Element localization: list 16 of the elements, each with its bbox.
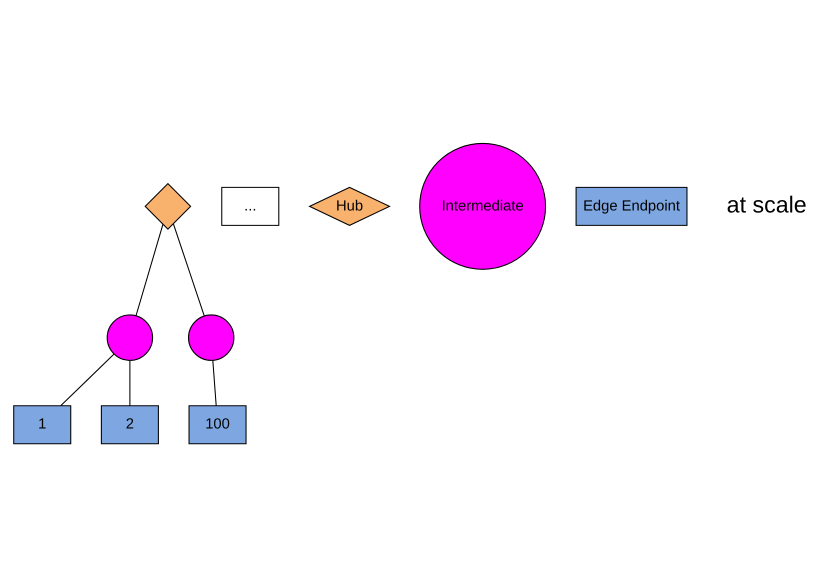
node-circle [106, 314, 153, 360]
node-box: Edge Endpoint [575, 186, 687, 226]
node-circle: Intermediate [418, 142, 546, 270]
connector [212, 360, 216, 406]
connector [172, 223, 204, 316]
label: at scale [726, 190, 806, 217]
node-box: ... [220, 186, 279, 226]
node-diamond [144, 182, 191, 230]
node-box: 2 [100, 404, 158, 444]
connector [60, 353, 114, 406]
node-box: 1 [12, 404, 71, 444]
node-circle [187, 314, 234, 360]
node-box: 100 [188, 404, 246, 444]
connector [135, 224, 163, 316]
node-diamond: Hub [308, 186, 390, 226]
connector [128, 360, 130, 406]
